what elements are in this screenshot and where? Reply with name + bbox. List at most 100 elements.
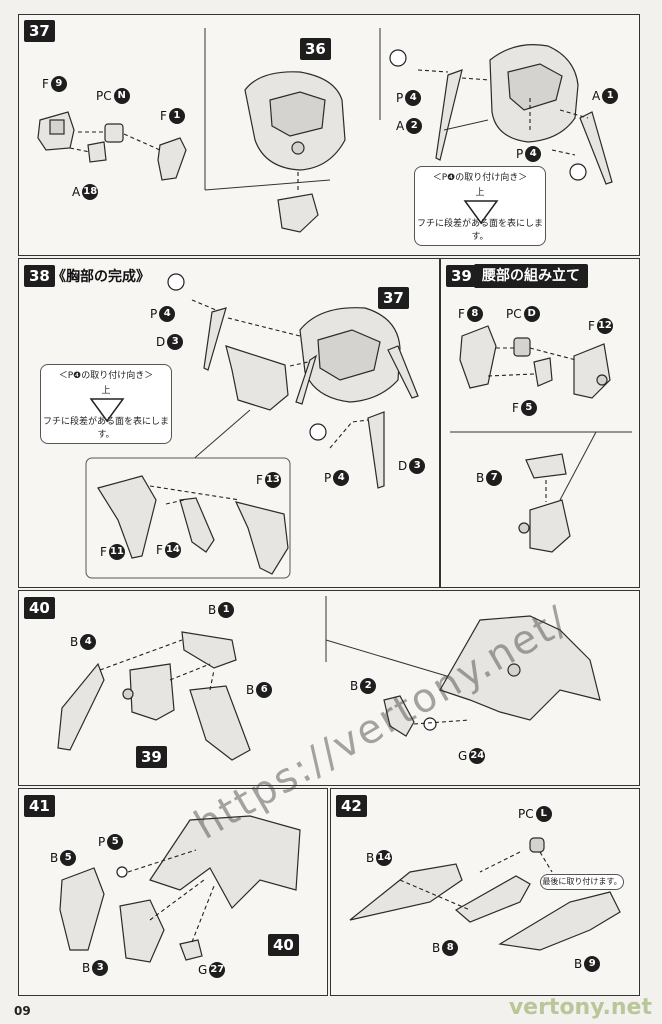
label-f8-num: 8 [466,306,483,322]
label-d3-upper-letter: D [156,335,166,349]
note-caption: ＜P❹の取り付け向き＞ [58,371,154,381]
label-f11-num: 11 [108,544,125,560]
note-footer: フチに段差がある面を表にします。 [42,417,169,440]
step-37-diagram [37,28,613,233]
label-f1-letter: F [160,109,167,123]
label-pc-n-letter: PC [96,89,112,103]
label-b1-letter: B [208,603,217,617]
label-b3-letter: B [82,961,91,975]
label-f5-letter: F [512,401,519,415]
label-b7-num: 7 [486,470,503,486]
step-37-sub-badge-36: 36 [300,38,331,60]
label-f12-num: 12 [596,318,613,334]
note-up-label: 上 [475,188,485,198]
label-b7-letter: B [476,471,485,485]
step-37-orientation-note: ＜P❹の取り付け向き＞ 上 フチに段差がある面を表にします。 [414,166,546,246]
label-p4-lower-num: 4 [333,470,350,486]
label-pc-d-num: D [523,306,540,322]
label-pc-n-num: N [113,88,130,104]
label-a18-letter: A [72,185,81,199]
label-b9-letter: B [574,957,583,971]
label-f9-letter: F [42,77,49,91]
label-p4-upper-num: 4 [405,90,422,106]
orientation-triangle-icon [89,398,125,423]
label-p4-lower-letter: P [516,147,524,161]
step-37-badge: 37 [24,20,55,42]
label-b8-letter: B [432,941,441,955]
orientation-triangle-icon [463,200,499,225]
label-f11-letter: F [100,545,107,559]
label-g24-letter: G [458,749,468,763]
label-pc-d-letter: PC [506,307,522,321]
label-pc-l-letter: PC [518,807,534,821]
step-38-badge: 38 [24,265,55,287]
step-39-title: 腰部の組み立て [474,264,588,288]
step-40-diagram [57,596,601,761]
label-f1-num: 1 [168,108,185,124]
label-p4-lower-num: 4 [525,146,542,162]
label-b6-letter: B [246,683,255,697]
label-d3-lower-num: 3 [409,458,426,474]
step-39-diagram [450,325,632,553]
label-f14-letter: F [156,543,163,557]
note-up-label: 上 [101,386,111,396]
label-p5-num: 5 [107,834,124,850]
label-b1-num: 1 [218,602,235,618]
label-f8-letter: F [458,307,465,321]
label-b4-letter: B [70,635,79,649]
label-b9-num: 9 [584,956,601,972]
label-f5-num: 5 [520,400,537,416]
note-caption: ＜P❹の取り付け向き＞ [432,173,528,183]
step-41-diagram [59,815,301,963]
step-38-title: 《胸部の完成》 [52,269,150,285]
label-f13-num: 13 [264,472,281,488]
label-g24-num: 24 [469,748,486,764]
brand-watermark: vertony.net [508,995,652,1020]
label-f12-letter: F [588,319,595,333]
label-b5-num: 5 [60,850,77,866]
step-42-note: 最後に取り付けます。 [540,874,624,890]
note-footer: フチに段差がある面を表にします。 [416,219,543,242]
label-g27-num: 27 [209,962,226,978]
label-a1-num: 1 [602,88,619,104]
step-41-badge: 41 [24,795,55,817]
label-g27-letter: G [198,963,208,977]
label-b2-num: 2 [360,678,377,694]
label-a2-letter: A [396,119,405,133]
label-p4-upper-num: 4 [159,306,176,322]
label-f14-num: 14 [164,542,181,558]
label-b6-num: 6 [256,682,273,698]
label-b14-num: 14 [376,850,393,866]
label-b4-num: 4 [80,634,97,650]
label-b3-num: 3 [92,960,109,976]
label-p4-lower-letter: P [324,471,332,485]
page-number: 09 [14,1004,31,1018]
label-d3-upper-num: 3 [167,334,184,350]
step-38-diagram [85,273,419,579]
label-b5-letter: B [50,851,59,865]
label-a2-num: 2 [406,118,423,134]
step-40-sub-badge-39: 39 [136,746,167,768]
